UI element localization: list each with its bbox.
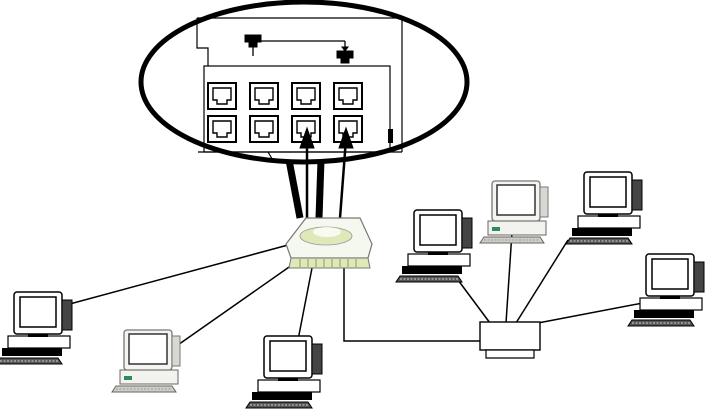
port-icon [250,116,278,142]
beige-desktop-computer-icon [112,330,180,392]
power-switch-icon [388,129,393,143]
port-icon [208,83,236,109]
crt-desktop-computer-icon [0,292,72,364]
crt-desktop-computer-icon [566,172,642,244]
port-icon [208,116,236,142]
crt-desktop-computer-icon [396,210,472,282]
crt-desktop-computer-icon [246,336,322,408]
port-icon [250,83,278,109]
port-icon [334,83,362,109]
crt-desktop-computer-icon [628,254,704,326]
network-switch-icon [480,322,540,358]
wireless-router-icon [286,218,372,268]
beige-desktop-computer-icon [480,181,548,243]
port-icon [292,83,320,109]
